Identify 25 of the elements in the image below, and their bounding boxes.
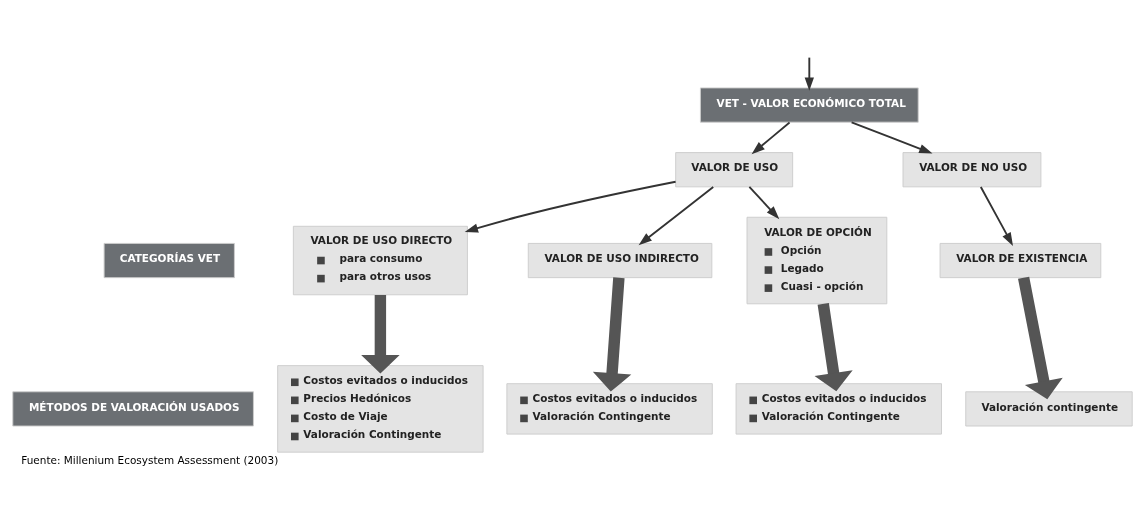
node-box: VALOR DE USO — [675, 151, 794, 187]
node-box: VALOR DE EXISTENCIA — [939, 242, 1102, 278]
arrow — [464, 180, 677, 233]
node-box: Costos evitados o inducidos Precios Hedónicos Costo de Viaje Valoración Contingente — [277, 364, 484, 453]
arrow — [804, 56, 814, 91]
node-box: VALOR DE NO USO — [902, 151, 1042, 187]
node-box: CATEGORÍAS VET — [103, 242, 235, 278]
arrow — [814, 302, 853, 391]
node-box: VALOR DE USO INDIRECTO — [527, 242, 713, 278]
arrow — [979, 185, 1013, 246]
arrow — [592, 276, 632, 391]
node-box: VET - VALOR ECONÓMICO TOTAL — [699, 86, 919, 123]
arrow — [1018, 276, 1063, 399]
node-box: Costos evitados o inducidos Valoración Contingente — [506, 382, 713, 435]
node-box: Valoración contingente — [965, 390, 1133, 426]
arrow — [850, 120, 933, 154]
arrow — [748, 185, 780, 219]
node-box: VALOR DE OPCIÓN Opción Legado Cuasi - opción — [746, 216, 888, 304]
arrow — [751, 121, 791, 154]
arrow — [638, 185, 715, 245]
node-box: MÉTODOS DE VALORACIÓN USADOS — [12, 390, 254, 426]
node-box: Costos evitados o inducidos Valoración Contingente — [735, 382, 942, 435]
node-box: VALOR DE USO DIRECTO para consumo para otros usos — [292, 225, 468, 295]
arrow — [361, 294, 400, 373]
caption: Fuente: Millenium Ecosystem Assessment (2003) — [21, 453, 279, 466]
